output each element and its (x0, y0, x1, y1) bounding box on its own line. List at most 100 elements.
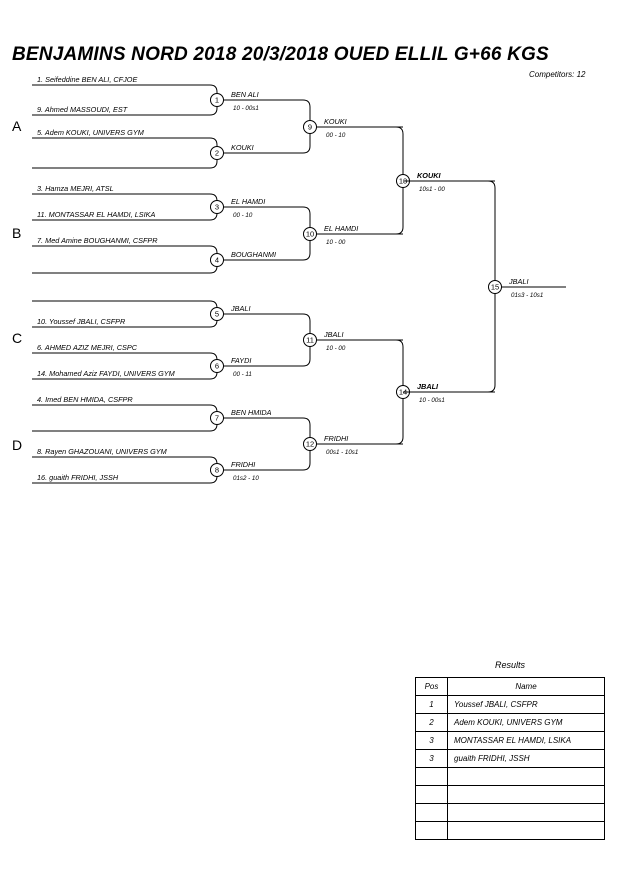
result-name: guaith FRIDHI, JSSH (447, 749, 605, 768)
match-number-circle (210, 93, 224, 107)
competitor-entry: 14. Mohamed Aziz FAYDI, UNIVERS GYM (37, 369, 176, 378)
match-number-circle (303, 120, 317, 134)
match-winner: JBALI (323, 330, 343, 339)
competitor-entry: 1. Seifeddine BEN ALI, CFJOE (37, 75, 137, 84)
match-number: 9 (308, 123, 312, 132)
match-winner: FRIDHI (324, 434, 348, 443)
results-header-row: Pos Name (415, 677, 605, 696)
match-score: 10 - 00s1 (419, 397, 445, 404)
competitor-entry: 11. MONTASSAR EL HAMDI, LSIKA (37, 210, 156, 219)
match-score: 00 - 11 (233, 371, 252, 378)
match-score: 10s1 - 00 (419, 186, 445, 193)
match-number: 15 (491, 283, 499, 292)
results-header-name: Name (447, 677, 605, 696)
competitor-entry: 3. Hamza MEJRI, ATSL (37, 184, 114, 193)
match-winner: FRIDHI (231, 460, 255, 469)
match-winner: BEN HMIDA (231, 408, 272, 417)
competitor-entry: 6. AHMED AZIZ MEJRI, CSPC (37, 343, 138, 352)
bracket-line (32, 137, 300, 169)
match-score: 10 - 00s1 (233, 105, 259, 112)
match-number-circle (303, 333, 317, 347)
competitor-entry: 5. Adem KOUKI, UNIVERS GYM (37, 128, 145, 137)
results-row (415, 821, 605, 840)
match-winner: KOUKI (231, 143, 254, 152)
match-winner: BOUGHANMI (231, 250, 276, 259)
pool-label: C (12, 330, 22, 346)
results-row (415, 803, 605, 822)
match-number: 4 (215, 256, 219, 265)
match-number: 5 (215, 310, 219, 319)
match-score: 00 - 10 (233, 212, 253, 219)
match-winner: EL HAMDI (231, 197, 265, 206)
match-number: 10 (306, 230, 314, 239)
competitors-count: Competitors: 12 (529, 70, 586, 79)
match-number: 8 (215, 466, 219, 475)
pool-label: A (12, 118, 22, 134)
page-title: BENJAMINS NORD 2018 20/3/2018 OUED ELLIL… (12, 44, 549, 65)
match-number-circle (210, 146, 224, 160)
match-number-circle (210, 307, 224, 321)
match-score: 10 - 00 (326, 345, 346, 352)
result-name (447, 803, 605, 822)
result-pos (415, 767, 448, 786)
match-score: 10 - 00 (326, 239, 346, 246)
match-number-circle (210, 200, 224, 214)
match-number: 11 (306, 336, 314, 345)
result-pos: 3 (415, 749, 448, 768)
match-score: 01s2 - 10 (233, 475, 259, 482)
match-number-circle (210, 411, 224, 425)
result-name (447, 767, 605, 786)
result-pos (415, 803, 448, 822)
match-score: 01s3 - 10s1 (511, 292, 543, 299)
result-name: MONTASSAR EL HAMDI, LSIKA (447, 731, 605, 750)
match-number-circle (488, 280, 502, 294)
competitor-entry: 7. Med Amine BOUGHANMI, CSFPR (37, 236, 158, 245)
match-winner: KOUKI (324, 117, 347, 126)
match-number-circle (303, 227, 317, 241)
result-pos (415, 821, 448, 840)
match-winner: KOUKI (417, 171, 441, 180)
match-winner: BEN ALI (231, 90, 259, 99)
match-winner: JBALI (508, 277, 528, 286)
pool-label: B (12, 225, 21, 241)
match-number-circle (210, 463, 224, 477)
match-score: 00s1 - 10s1 (326, 449, 358, 456)
result-pos: 3 (415, 731, 448, 750)
match-winner: FAYDI (231, 356, 251, 365)
match-number-circle (210, 359, 224, 373)
result-pos (415, 785, 448, 804)
match-score: 00 - 10 (326, 132, 346, 139)
pool-label: D (12, 437, 22, 453)
competitor-entry: 4. Imed BEN HMIDA, CSFPR (37, 395, 133, 404)
competitor-entry: 9. Ahmed MASSOUDI, EST (37, 105, 128, 114)
match-number: 12 (306, 440, 314, 449)
results-row (415, 767, 605, 786)
match-winner: JBALI (230, 304, 250, 313)
competitor-entry: 16. guaith FRIDHI, JSSH (37, 473, 119, 482)
results-header-pos: Pos (415, 677, 448, 696)
competitor-entry: 10. Youssef JBALI, CSFPR (37, 317, 126, 326)
competitor-entry: 8. Rayen GHAZOUANI, UNIVERS GYM (37, 447, 168, 456)
match-number: 7 (215, 414, 219, 423)
match-number: 1 (215, 96, 219, 105)
match-winner: EL HAMDI (324, 224, 358, 233)
match-number: 6 (215, 362, 219, 371)
match-number: 2 (215, 149, 219, 158)
match-number: 3 (215, 203, 219, 212)
result-pos: 2 (415, 713, 448, 732)
match-winner: JBALI (417, 382, 439, 391)
results-title: Results (494, 660, 525, 670)
bracket-line (403, 180, 566, 393)
result-pos: 1 (415, 695, 448, 714)
result-name: Adem KOUKI, UNIVERS GYM (447, 713, 605, 732)
results-row (415, 785, 605, 804)
result-name (447, 785, 605, 804)
result-name: Youssef JBALI, CSFPR (447, 695, 605, 714)
result-name (447, 821, 605, 840)
